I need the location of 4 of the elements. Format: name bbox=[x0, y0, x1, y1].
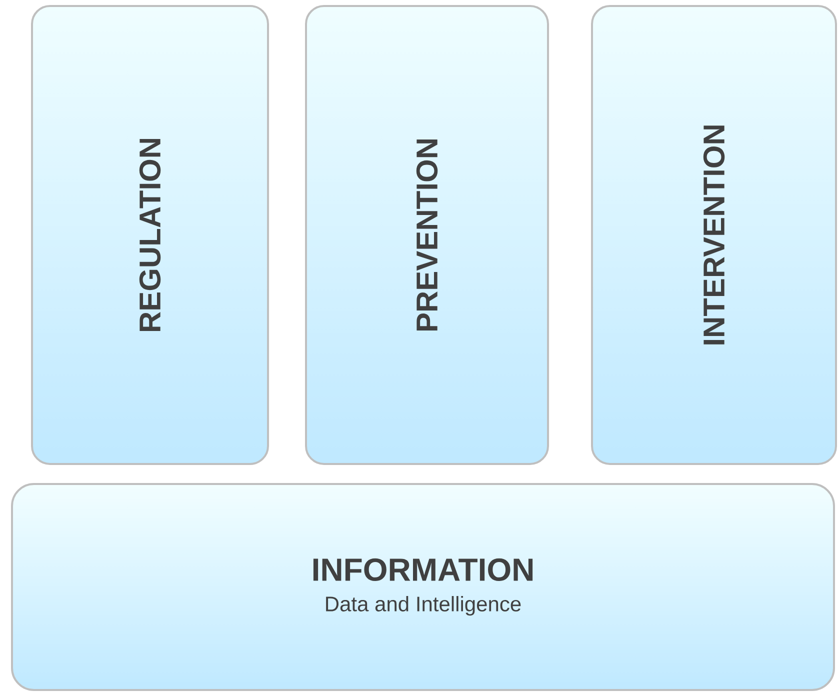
information-band: INFORMATION Data and Intelligence bbox=[11, 482, 835, 691]
pillar-box: REGULATION bbox=[31, 4, 269, 465]
pillar-box: INTERVENTION bbox=[591, 4, 837, 465]
pillar-box: PREVENTION bbox=[305, 4, 549, 465]
